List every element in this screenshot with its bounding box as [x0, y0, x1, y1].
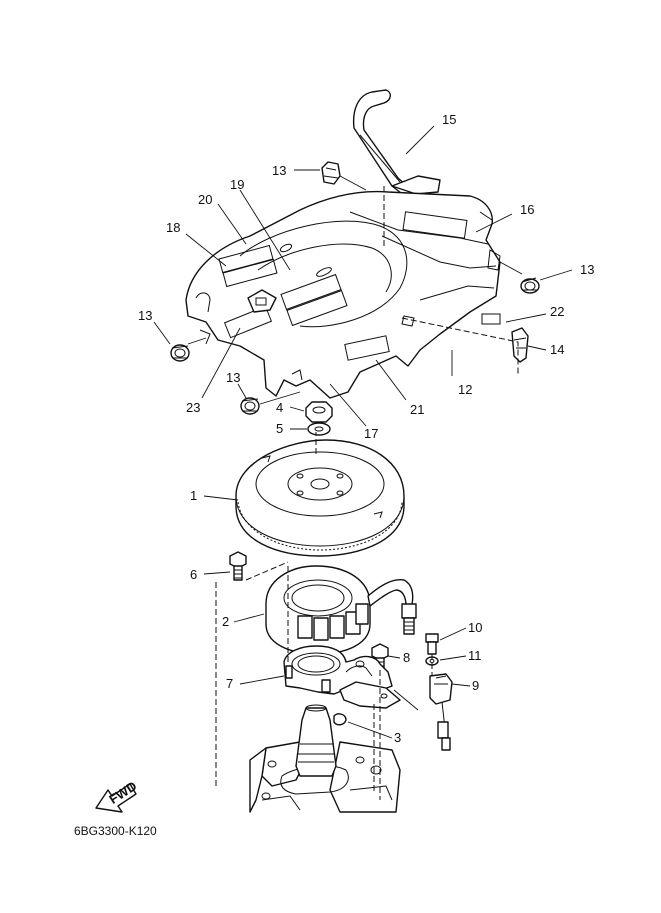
part-3-key: [333, 713, 347, 726]
callout-15: 15: [442, 112, 456, 127]
part-13-grommet-bottom: [240, 397, 260, 415]
callout-5: 5: [276, 421, 283, 436]
callout-20: 20: [198, 192, 212, 207]
callout-17: 17: [364, 426, 378, 441]
callout-18: 18: [166, 220, 180, 235]
part-15-hose: [352, 89, 441, 201]
part-2-stator: [265, 565, 417, 655]
callout-7: 7: [226, 676, 233, 691]
part-5-washer: [307, 422, 331, 436]
callout-13: 13: [226, 370, 240, 385]
callout-13: 13: [272, 163, 286, 178]
callout-14: 14: [550, 342, 564, 357]
part-13-grommet-right: [520, 277, 540, 294]
callout-16: 16: [520, 202, 534, 217]
fwd-arrow: FWD: [95, 778, 139, 813]
callout-labels: 15 13 16 13 19 20 18 13 22 14 23 12 21 1…: [138, 112, 594, 745]
leader-lines: [153, 125, 573, 739]
assembly-lines: [215, 186, 519, 800]
part-4-nut: [305, 401, 333, 423]
part-6-bolt: [229, 551, 247, 581]
callout-4: 4: [276, 400, 283, 415]
callout-9: 9: [472, 678, 479, 693]
callout-12: 12: [458, 382, 472, 397]
callout-3: 3: [394, 730, 401, 745]
callout-19: 19: [230, 177, 244, 192]
part-1-flywheel: [235, 439, 405, 557]
engine-block: [249, 704, 401, 813]
callout-10: 10: [468, 620, 482, 635]
drawing-code: 6BG3300-K120: [74, 824, 157, 838]
callout-21: 21: [410, 402, 424, 417]
part-13-grommet-top: [321, 161, 341, 185]
callout-22: 22: [550, 304, 564, 319]
callout-1: 1: [190, 488, 197, 503]
part-13-grommet-left: [170, 344, 190, 362]
part-7-base: [283, 645, 401, 709]
part-12-flywheel-cover: [185, 190, 501, 399]
callout-2: 2: [222, 614, 229, 629]
callout-23: 23: [186, 400, 200, 415]
callout-6: 6: [190, 567, 197, 582]
callout-11: 11: [468, 648, 482, 663]
part-14-clip: [511, 327, 529, 363]
part-10-bolt: [425, 633, 439, 655]
callout-8: 8: [403, 650, 410, 665]
callout-13: 13: [138, 308, 152, 323]
callout-13: 13: [580, 262, 594, 277]
part-9-pulser-coil: [429, 673, 453, 751]
